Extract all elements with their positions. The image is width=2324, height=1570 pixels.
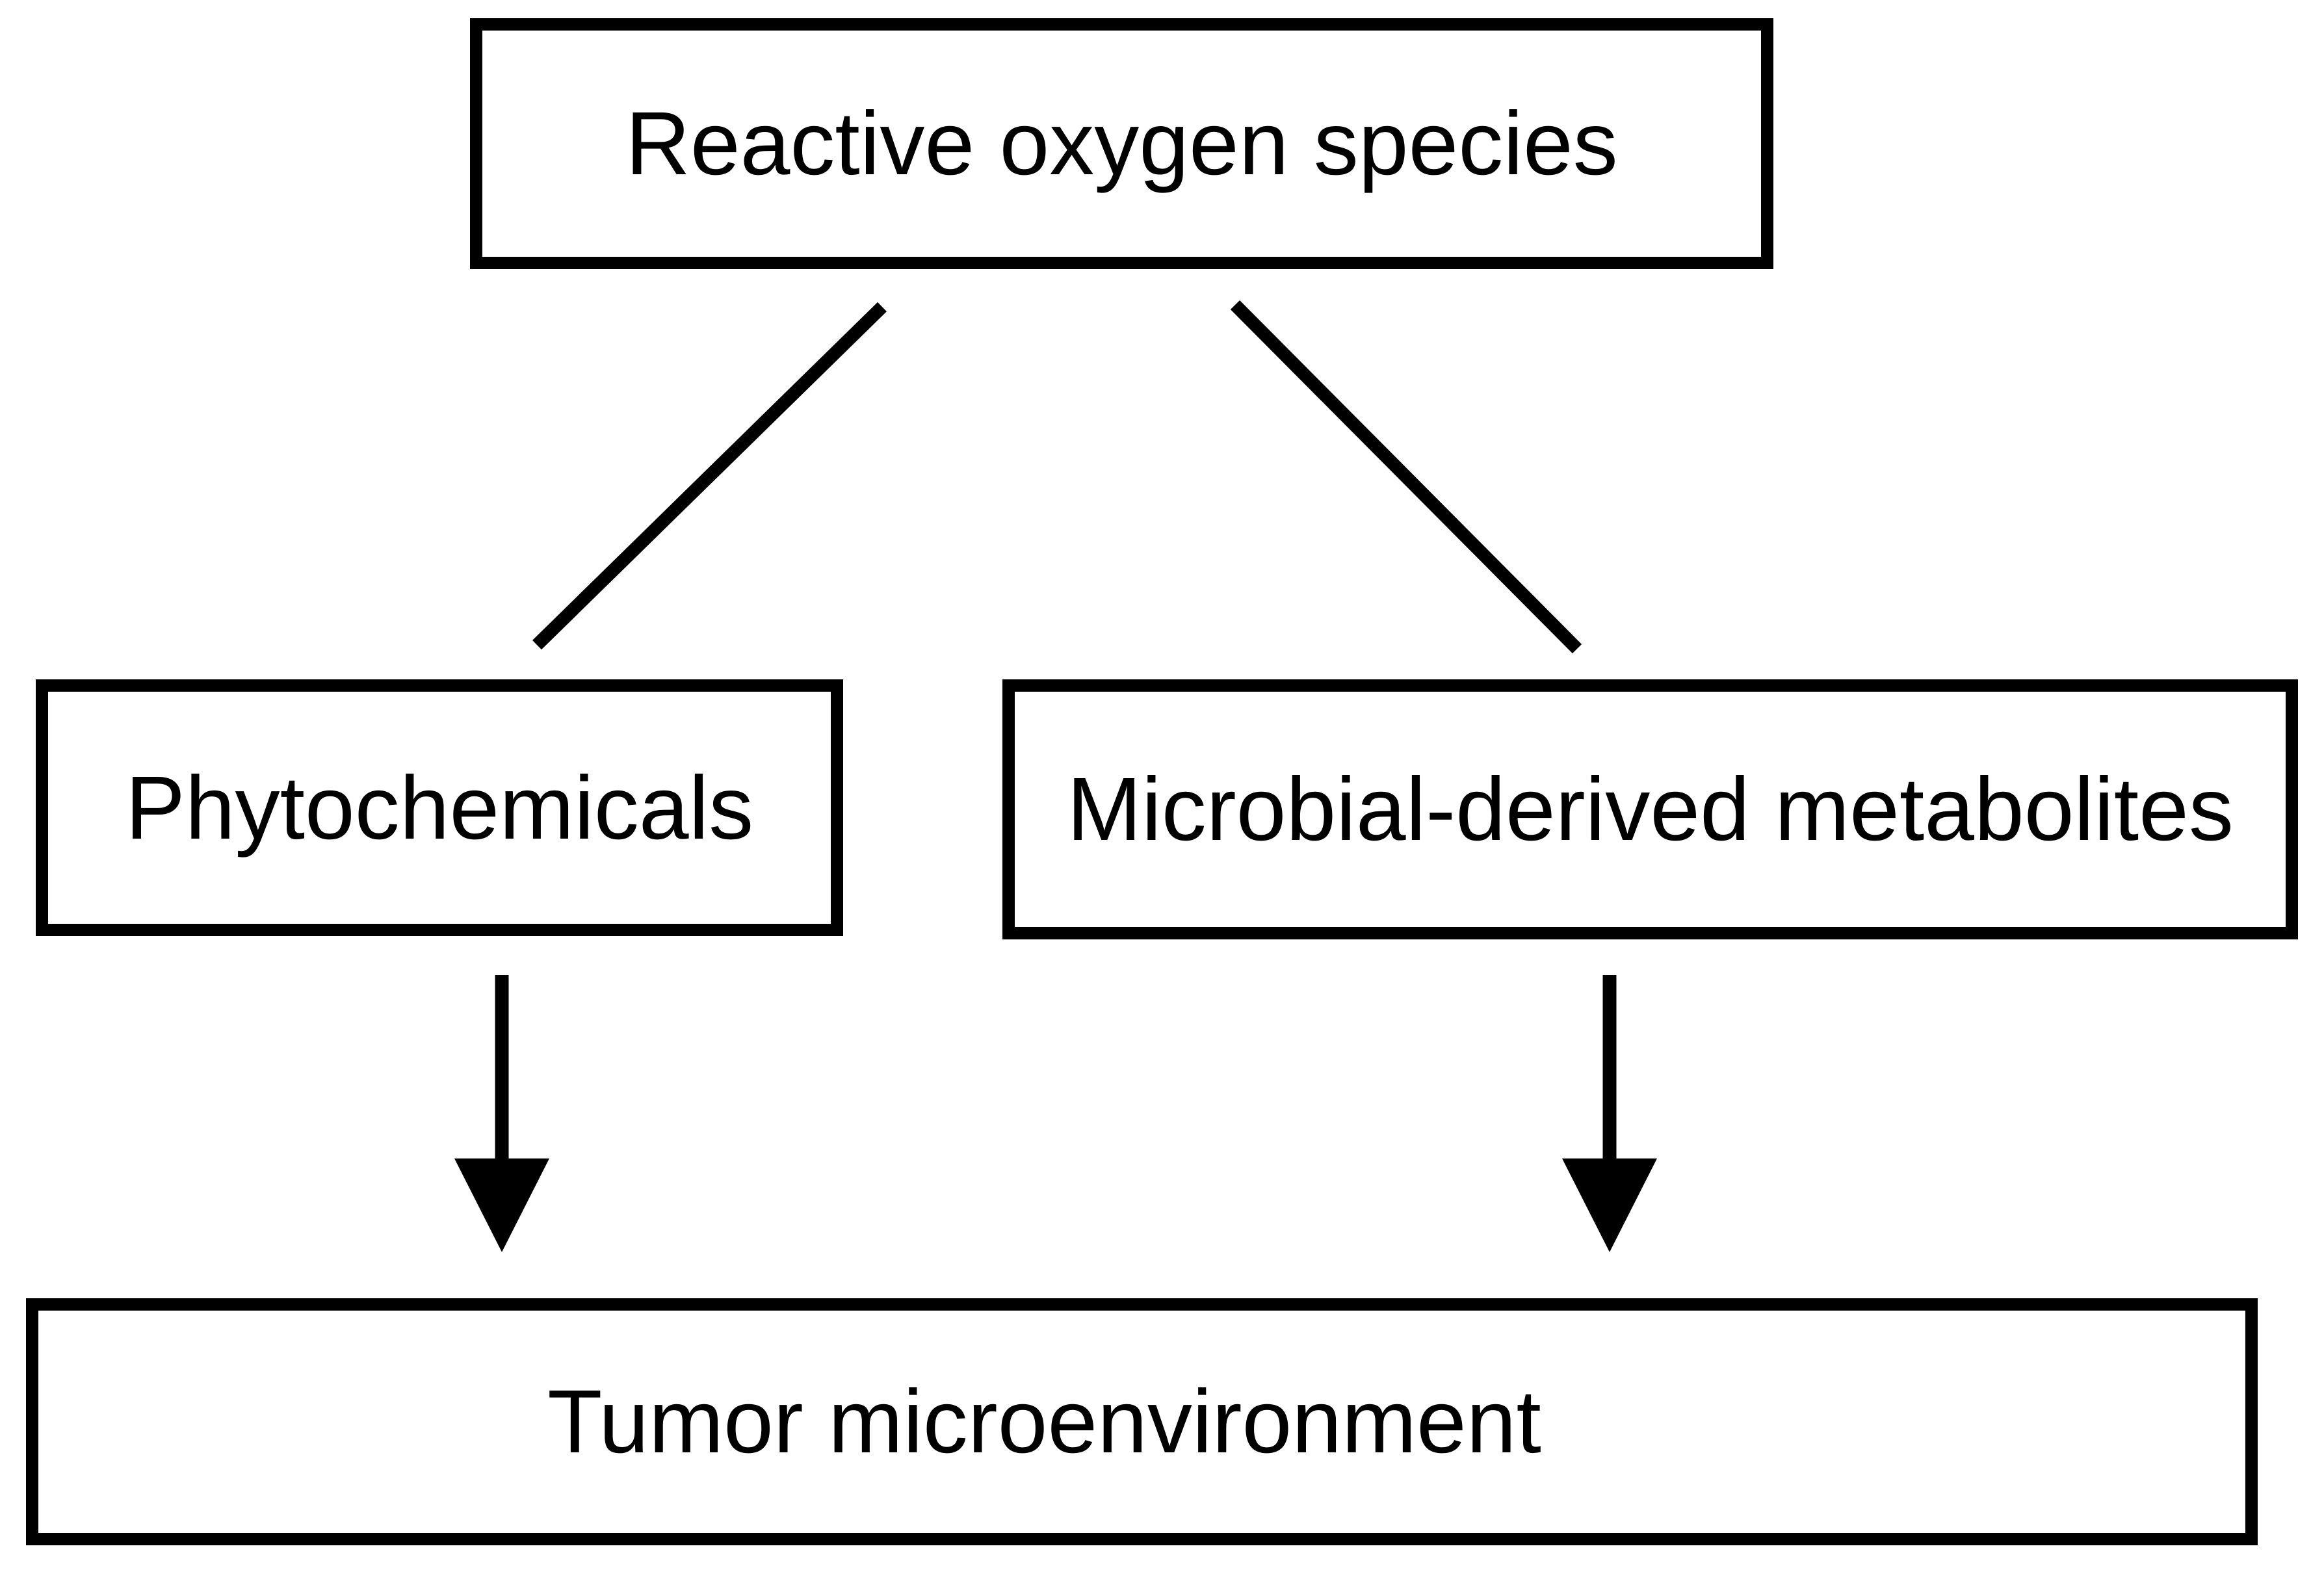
node-tumor-microenvironment: Tumor microenvironment (26, 1298, 2258, 1545)
down-arrowhead-icon (1562, 1158, 1657, 1252)
connector-ros-to-phytochemicals (532, 302, 887, 650)
node-label: Reactive oxygen species (625, 94, 1618, 194)
node-label: Microbial-derived metabolites (1067, 759, 2234, 859)
node-label: Phytochemicals (125, 757, 754, 858)
arrow-microbial-to-tme (1562, 975, 1657, 1252)
node-label: Tumor microenvironment (547, 1372, 1541, 1472)
node-phytochemicals: Phytochemicals (36, 679, 843, 936)
connector-ros-to-microbial (1230, 300, 1582, 654)
arrow-phytochemicals-to-tme (454, 975, 549, 1252)
down-arrowhead-icon (454, 1158, 549, 1252)
node-reactive-oxygen-species: Reactive oxygen species (470, 18, 1773, 269)
node-microbial-derived-metabolites: Microbial-derived metabolites (1002, 679, 2298, 939)
